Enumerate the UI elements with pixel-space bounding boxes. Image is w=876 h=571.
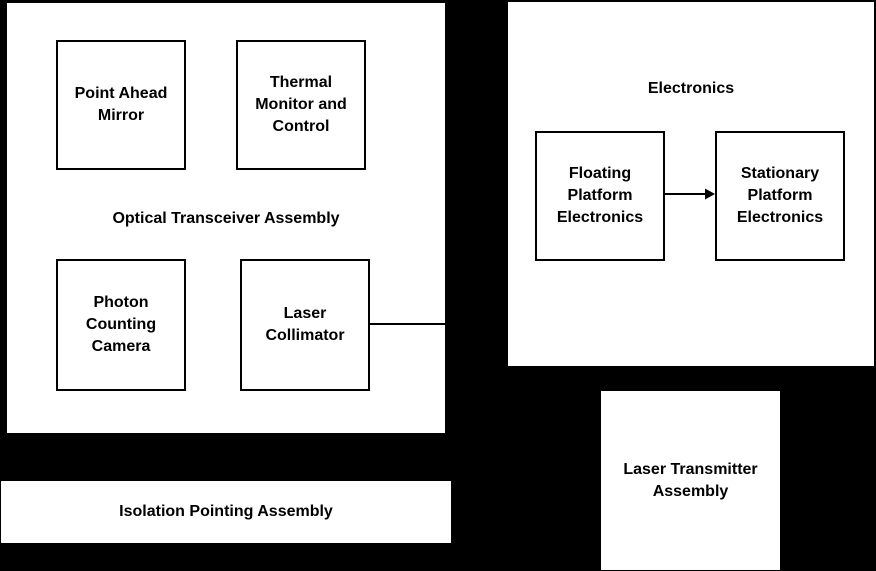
optical-transceiver-assembly-label: Optical Transceiver Assembly xyxy=(112,210,340,227)
photon-counting-camera-node: Photon Counting Camera xyxy=(56,259,186,391)
electronics-label: Electronics xyxy=(647,80,735,97)
stationary-platform-electronics-node: Stationary Platform Electronics xyxy=(715,131,845,261)
point-ahead-mirror-node: Point Ahead Mirror xyxy=(56,40,186,170)
thermal-monitor-control-node: Thermal Monitor and Control xyxy=(236,40,366,170)
laser-transmitter-assembly-node: Laser Transmitter Assembly xyxy=(601,391,780,570)
isolation-pointing-assembly-node: Isolation Pointing Assembly xyxy=(1,481,451,543)
laser-collimator-node: Laser Collimator xyxy=(240,259,370,391)
laser-collimator-connector-line xyxy=(370,323,445,325)
floating-to-stationary-arrow xyxy=(665,188,715,200)
floating-platform-electronics-node: Floating Platform Electronics xyxy=(535,131,665,261)
